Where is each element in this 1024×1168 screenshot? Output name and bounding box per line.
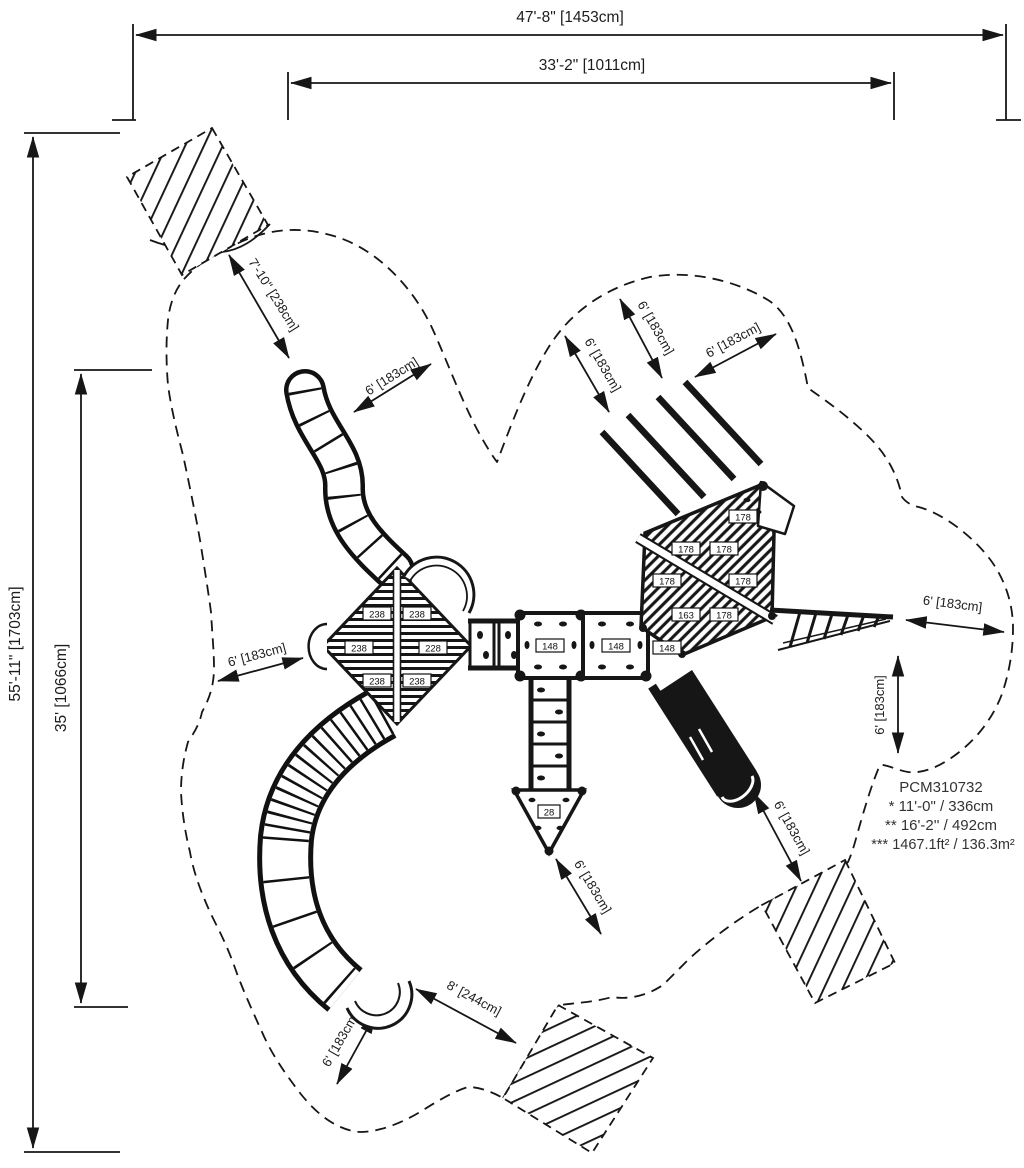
svg-text:238: 238 bbox=[351, 644, 367, 655]
dark-slide bbox=[648, 658, 761, 808]
svg-text:6' [183cm]: 6' [183cm] bbox=[872, 675, 887, 735]
deck-tag: 28 bbox=[537, 804, 561, 819]
dim-bottom-slide-exit: 8' [244cm] bbox=[415, 977, 517, 1044]
dim-clearance-top-slide: 6' [183cm] bbox=[353, 354, 432, 413]
dim-clearance-top-a: 6' [183cm] bbox=[564, 335, 625, 413]
deck-tag: 178 bbox=[728, 509, 758, 524]
svg-text:28: 28 bbox=[544, 808, 555, 819]
deck-tag: 178 bbox=[709, 607, 739, 622]
dimension-overall-width: 47'-8" [1453cm] bbox=[112, 9, 1021, 121]
dim-overall-height-label: 55'-11" [1703cm] bbox=[7, 586, 24, 701]
deck-tag: 148 bbox=[601, 638, 631, 653]
svg-text:6' [183cm]: 6' [183cm] bbox=[771, 798, 813, 857]
left-plank-deck: 238 238 238 228 238 238 bbox=[307, 555, 476, 727]
triangle-deck: 28 bbox=[511, 786, 587, 857]
deck-tag: 163 bbox=[671, 607, 701, 622]
svg-text:178: 178 bbox=[678, 545, 694, 556]
svg-text:178: 178 bbox=[735, 513, 751, 524]
dim-clearance-right-horizontal: 6' [183cm] bbox=[905, 592, 1005, 636]
svg-text:178: 178 bbox=[716, 611, 732, 622]
svg-text:6' [183cm]: 6' [183cm] bbox=[635, 298, 678, 357]
dim-clearance-top-c: 6' [183cm] bbox=[694, 319, 777, 378]
dimension-inner-height: 35' [1066cm] bbox=[53, 369, 152, 1008]
deck-tag: 238 bbox=[362, 673, 392, 688]
dim-clearance-triangle: 6' [183cm] bbox=[555, 857, 615, 935]
deck-tag: 148 bbox=[535, 638, 565, 653]
model-note-1: * 11'-0" / 336cm bbox=[889, 798, 994, 815]
svg-text:148: 148 bbox=[659, 644, 675, 655]
deck-tag: 238 bbox=[362, 606, 392, 621]
dimension-overall-height: 55'-11" [1703cm] bbox=[7, 132, 120, 1153]
deck-tag: 178 bbox=[671, 541, 701, 556]
svg-text:178: 178 bbox=[716, 545, 732, 556]
deck-tag: 178 bbox=[709, 541, 739, 556]
svg-text:8' [244cm]: 8' [244cm] bbox=[444, 977, 504, 1018]
model-note-2: ** 16'-2'' / 492cm bbox=[885, 817, 997, 834]
dimension-inner-width: 33'-2" [1011cm] bbox=[287, 57, 895, 120]
svg-text:238: 238 bbox=[369, 677, 385, 688]
svg-text:148: 148 bbox=[608, 642, 624, 653]
ramp-climber bbox=[769, 607, 894, 651]
model-number: PCM310732 bbox=[899, 779, 982, 796]
deck-tag: 238 bbox=[402, 673, 432, 688]
deck-tag: 238 bbox=[344, 640, 374, 655]
svg-text:148: 148 bbox=[542, 642, 558, 653]
square-deck-b: 148 bbox=[581, 609, 652, 682]
svg-text:6' [183cm]: 6' [183cm] bbox=[571, 857, 615, 916]
step-ladder bbox=[528, 678, 572, 790]
svg-text:7'-10" [238cm]: 7'-10" [238cm] bbox=[245, 255, 302, 333]
svg-text:163: 163 bbox=[678, 611, 694, 622]
deck-tag: 178 bbox=[728, 573, 758, 588]
svg-text:6' [183cm]: 6' [183cm] bbox=[703, 319, 763, 360]
dim-inner-height-label: 35' [1066cm] bbox=[53, 644, 70, 732]
hatch-zone-bottom-right bbox=[760, 858, 897, 1005]
svg-text:228: 228 bbox=[425, 644, 441, 655]
svg-text:6' [183cm]: 6' [183cm] bbox=[582, 335, 625, 394]
svg-text:6' [183cm]: 6' [183cm] bbox=[922, 592, 983, 614]
deck-tag: 238 bbox=[402, 606, 432, 621]
tube-slide-bottom bbox=[257, 688, 414, 1030]
deck-tag: 228 bbox=[418, 640, 448, 655]
svg-text:238: 238 bbox=[369, 610, 385, 621]
hatch-zone-top-left bbox=[125, 126, 270, 277]
deck-tag: 148 bbox=[652, 640, 682, 655]
square-deck-a: 148 bbox=[514, 609, 587, 682]
hatch-zone-bottom-center bbox=[501, 1003, 655, 1155]
right-hatched-deck: 178 178 178 178 178 163 178 148 bbox=[635, 480, 796, 658]
deck-tag: 178 bbox=[652, 573, 682, 588]
left-deck-pocket bbox=[307, 622, 328, 671]
model-info: PCM310732 * 11'-0" / 336cm ** 16'-2'' / … bbox=[871, 779, 1015, 853]
tube-slide-top bbox=[284, 369, 415, 591]
dim-top-slide-length: 7'-10" [238cm] bbox=[228, 254, 302, 359]
climbing-poles bbox=[599, 379, 764, 517]
dim-clearance-dark-slide: 6' [183cm] bbox=[753, 792, 813, 882]
svg-text:178: 178 bbox=[659, 577, 675, 588]
dim-clearance-right-vertical: 6' [183cm] bbox=[872, 655, 905, 754]
svg-text:238: 238 bbox=[409, 610, 425, 621]
dim-clearance-top-b: 6' [183cm] bbox=[619, 298, 678, 379]
dim-overall-width-label: 47'-8" [1453cm] bbox=[516, 9, 624, 26]
svg-text:238: 238 bbox=[409, 677, 425, 688]
svg-text:178: 178 bbox=[735, 577, 751, 588]
dim-inner-width-label: 33'-2" [1011cm] bbox=[539, 57, 645, 74]
model-note-3: *** 1467.1ft² / 136.3m² bbox=[871, 837, 1015, 853]
dome-climber bbox=[402, 555, 476, 614]
slide-exit-scoop bbox=[345, 980, 414, 1030]
dim-clearance-left: 6' [183cm] bbox=[217, 640, 304, 682]
